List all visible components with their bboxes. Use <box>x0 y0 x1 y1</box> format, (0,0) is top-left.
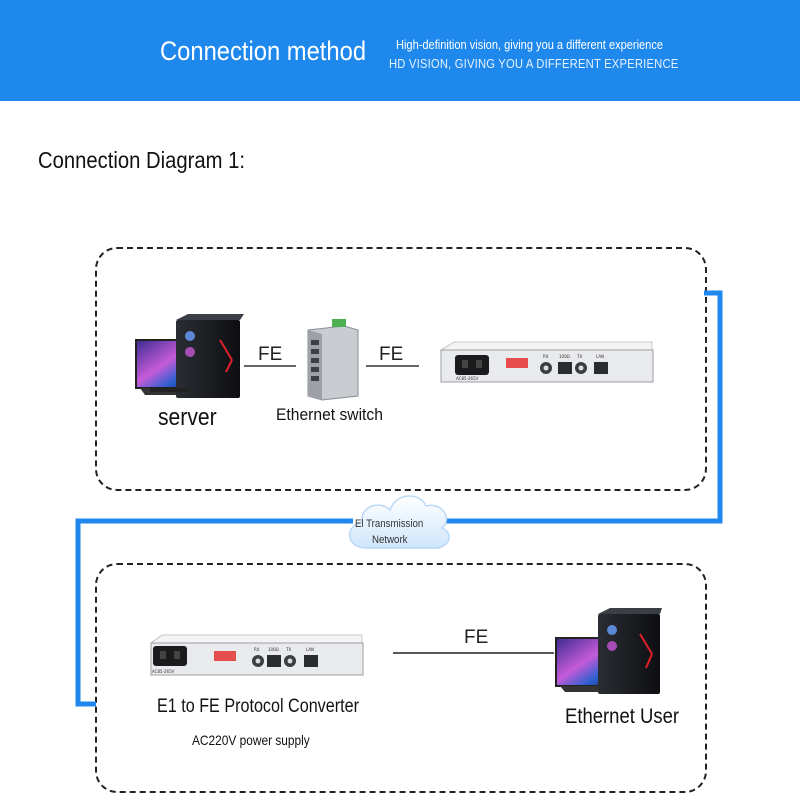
network-connector-line <box>75 290 723 707</box>
ethernet-user-label: Ethernet User <box>565 705 680 728</box>
rx-label: RX <box>543 354 549 359</box>
banner-title: Connection method <box>160 36 367 66</box>
tx-label: TX <box>576 354 582 359</box>
converter-label: E1 to FE Protocol Converter <box>157 696 359 717</box>
rx-label-2: RX <box>254 647 260 652</box>
ac-label: AC85-265V <box>456 376 479 381</box>
ethernet-user-computer-icon <box>555 608 662 694</box>
section-title: Connection Diagram 1: <box>38 147 246 173</box>
tx-label-2: TX <box>285 647 291 652</box>
ac-label-2: AC85-265V <box>152 669 175 674</box>
lan-label: LAN <box>596 354 604 359</box>
power-label: AC220V power supply <box>192 732 310 748</box>
e1-label: 100Ω <box>559 354 570 359</box>
fe-label-3: FE <box>464 627 489 648</box>
protocol-converter-bottom-icon: AC85-265V RX 100Ω TX LAN <box>149 634 364 676</box>
top-group-box <box>95 247 707 491</box>
bottom-group-box <box>95 563 707 793</box>
network-label-line1: El Transmission <box>355 518 424 530</box>
fe-label-1: FE <box>258 344 283 365</box>
server-icon <box>135 314 244 398</box>
fe-label-2: FE <box>379 344 404 365</box>
lan-label-2: LAN <box>306 647 314 652</box>
banner-subtitle: High-definition vision, giving you a dif… <box>396 37 664 52</box>
protocol-converter-top-icon: AC85-265V RX 100Ω TX LAN <box>439 341 654 383</box>
e1-label-2: 100Ω <box>268 647 279 652</box>
ethernet-switch-icon <box>307 319 359 401</box>
server-label: server <box>158 404 217 431</box>
network-label-line2: Network <box>372 534 408 546</box>
banner-subtitle-caps: HD VISION, GIVING YOU A DIFFERENT EXPERI… <box>389 57 679 71</box>
switch-label: Ethernet switch <box>276 405 383 424</box>
cloud-icon <box>349 495 450 549</box>
header-banner: Connection method High-definition vision… <box>0 0 800 101</box>
